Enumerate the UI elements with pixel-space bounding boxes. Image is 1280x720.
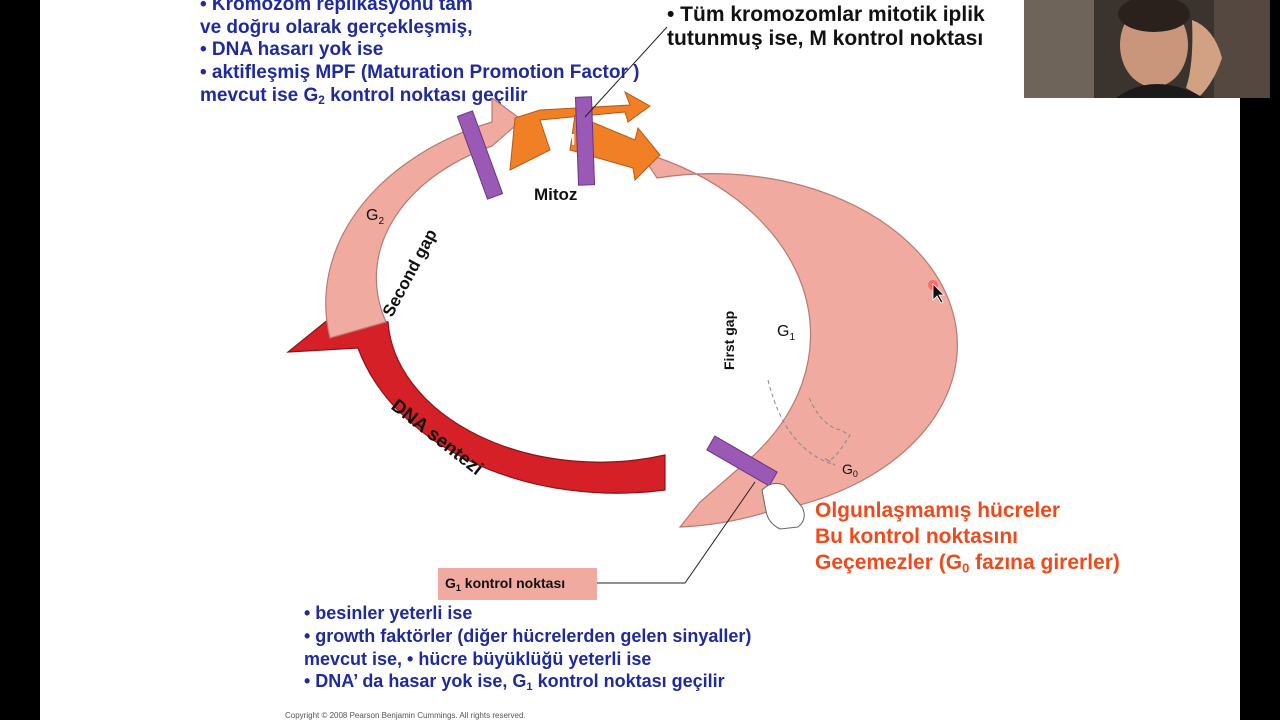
g1-note-line-4: • DNA’ da hasar yok ise, G1 kontrol nokt… xyxy=(304,670,725,693)
cell-cycle-diagram: M Mitoz G2 Second gap G1 First gap DNA s… xyxy=(40,0,1240,720)
g0-note-line-3-post: fazına girerler) xyxy=(969,551,1120,574)
g1-note-line-2: • growth faktörler (diğer hücrelerden ge… xyxy=(304,625,751,648)
g1-label-sub: 1 xyxy=(789,332,795,343)
webcam-overlay xyxy=(1024,0,1270,98)
g1-note-line-3: mevcut ise, • hücre büyüklüğü yeterli is… xyxy=(304,648,651,671)
g0-note-line-3: Geçemezler (G0 fazına girerler) xyxy=(815,550,1120,576)
copyright-text: Copyright © 2008 Pearson Benjamin Cummin… xyxy=(285,711,526,720)
g0-label-sub: 0 xyxy=(853,469,858,479)
g1-note-line-4-pre: • DNA’ da hasar yok ise, G xyxy=(304,671,526,691)
g1-note-line-4-post: kontrol noktası geçilir xyxy=(533,671,725,691)
slide: • Kromozom replikasyonu tam ve doğru ola… xyxy=(40,0,1240,720)
first-gap-label: First gap xyxy=(721,311,737,370)
g1-checkpoint-label: G1 kontrol noktası xyxy=(445,575,565,593)
s-label: S xyxy=(405,481,416,498)
g1-label: G1 xyxy=(777,323,795,343)
second-gap-label: Second gap xyxy=(379,226,441,320)
g1-arc xyxy=(640,152,957,527)
g0-note-line-3-pre: Geçemezler (G xyxy=(815,551,962,574)
g0-note-line-2: Bu kontrol noktasını xyxy=(815,524,1018,550)
g2-arc xyxy=(326,98,522,338)
g1-note-line-1: • besinler yeterli ise xyxy=(304,602,472,625)
m-label: M xyxy=(562,132,575,149)
mitoz-label: Mitoz xyxy=(534,185,577,204)
g2-label-main: G xyxy=(366,207,378,224)
g0-note-line-1: Olgunlaşmamış hücreler xyxy=(815,498,1060,524)
presenter-video xyxy=(1024,0,1270,98)
g2-label-sub: 2 xyxy=(378,216,384,227)
g1-checkpoint-rest: kontrol noktası xyxy=(461,575,565,591)
g0-label-main: G xyxy=(842,461,853,477)
g1-checkpoint-main: G xyxy=(445,575,456,591)
m-pointer-line xyxy=(585,27,667,117)
g1-label-main: G xyxy=(777,323,789,340)
